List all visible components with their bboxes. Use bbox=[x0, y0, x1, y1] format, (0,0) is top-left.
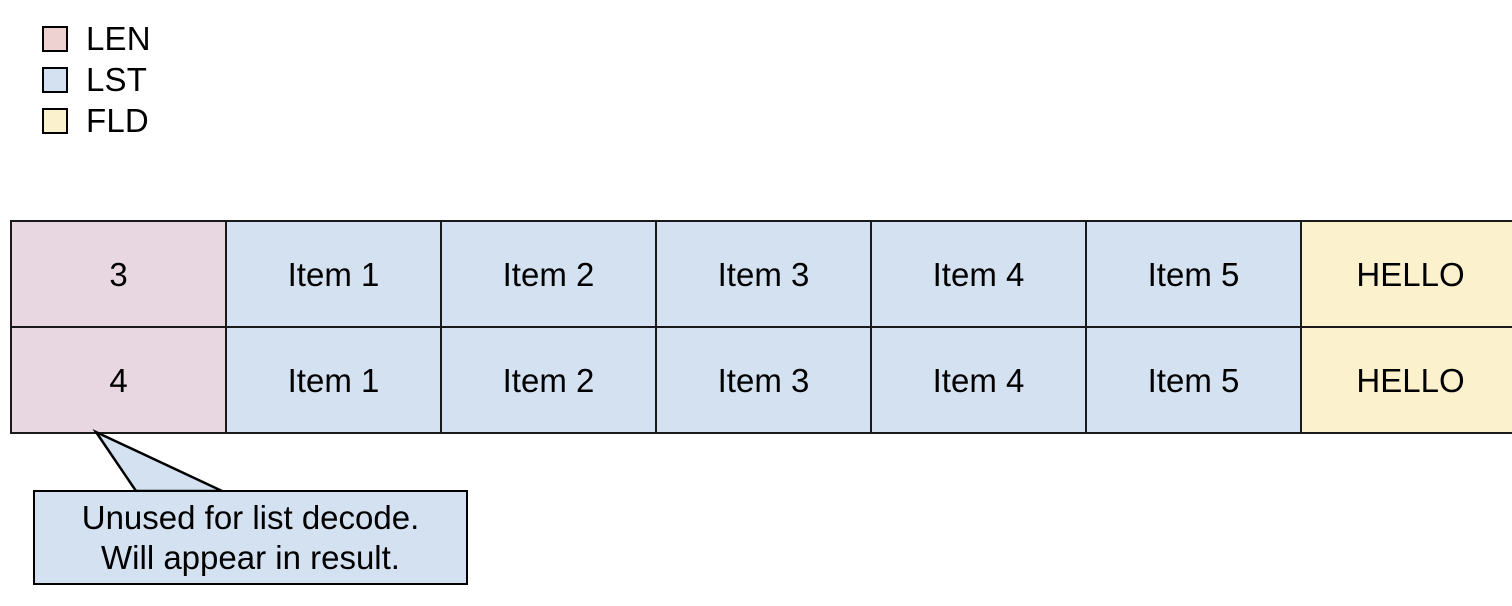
legend-item-label: LEN bbox=[86, 20, 151, 57]
cell-lst-item: Item 3 bbox=[655, 326, 872, 434]
cell-lst-item: Item 4 bbox=[870, 326, 1087, 434]
cell-fld: HELLO bbox=[1300, 220, 1512, 328]
cell-len: 3 bbox=[10, 220, 227, 328]
legend-item-lst: LST bbox=[42, 59, 151, 100]
legend-item-len: LEN bbox=[42, 18, 151, 59]
callout-line-2: Will appear in result. bbox=[101, 538, 400, 576]
packet-layout-table: 3 Item 1 Item 2 Item 3 Item 4 Item 5 HEL… bbox=[10, 220, 1512, 434]
cell-fld: HELLO bbox=[1300, 326, 1512, 434]
cell-lst-item: Item 5 bbox=[1085, 326, 1302, 434]
color-swatch-icon bbox=[42, 107, 68, 134]
callout-tail-shape bbox=[92, 428, 223, 493]
legend: LEN LST FLD bbox=[42, 18, 151, 141]
callout-line-1: Unused for list decode. bbox=[81, 498, 420, 536]
table-row: 4 Item 1 Item 2 Item 3 Item 4 Item 5 HEL… bbox=[10, 326, 1512, 434]
cell-lst-item: Item 2 bbox=[440, 220, 657, 328]
cell-lst-item: Item 1 bbox=[225, 220, 442, 328]
legend-item-label: LST bbox=[86, 61, 148, 98]
table-row: 3 Item 1 Item 2 Item 3 Item 4 Item 5 HEL… bbox=[10, 220, 1512, 328]
cell-lst-item: Item 3 bbox=[655, 220, 872, 328]
legend-item-label: FLD bbox=[86, 102, 149, 139]
legend-item-fld: FLD bbox=[42, 100, 151, 141]
cell-lst-item: Item 4 bbox=[870, 220, 1087, 328]
color-swatch-icon bbox=[42, 66, 68, 93]
cell-lst-item: Item 5 bbox=[1085, 220, 1302, 328]
color-swatch-icon bbox=[42, 25, 68, 52]
cell-lst-item: Item 1 bbox=[225, 326, 442, 434]
cell-lst-item: Item 2 bbox=[440, 326, 657, 434]
callout-box: Unused for list decode. Will appear in r… bbox=[33, 490, 468, 585]
cell-len: 4 bbox=[10, 326, 227, 434]
